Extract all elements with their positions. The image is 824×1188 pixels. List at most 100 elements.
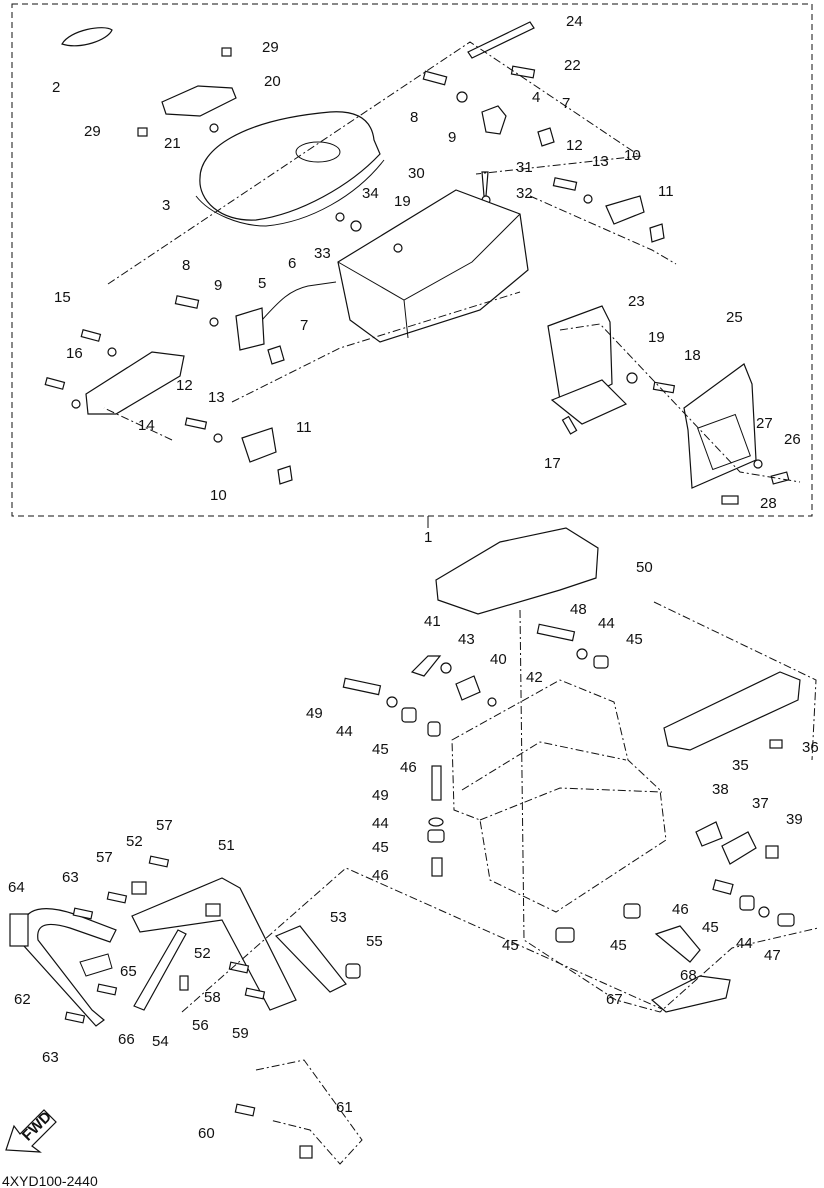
part-15-bolt xyxy=(80,329,102,342)
callout-58: 58 xyxy=(204,989,221,1006)
part-58-bolt xyxy=(228,961,250,974)
fwd-arrow-icon: FWD xyxy=(5,1108,57,1153)
part-60-bolt xyxy=(234,1103,256,1117)
part-22-bolt xyxy=(510,65,536,79)
part-7-nut xyxy=(537,127,555,147)
part-53-stay xyxy=(274,925,347,993)
callout-40: 40 xyxy=(490,651,507,668)
diagram-code: 4XYD100-2440 xyxy=(2,1173,98,1188)
part-10-bracket-b xyxy=(241,427,277,463)
callout-30: 30 xyxy=(408,165,425,182)
callout-65: 65 xyxy=(120,963,137,980)
callout-14: 14 xyxy=(138,417,155,434)
part-35-mount-rail xyxy=(663,671,801,751)
callout-10b: 10 xyxy=(210,487,227,504)
part-45-grommet-d xyxy=(739,895,755,911)
callout-54: 54 xyxy=(152,1033,169,1050)
part-31-rivet xyxy=(481,171,489,197)
callout-46b: 46 xyxy=(372,867,389,884)
callout-23: 23 xyxy=(628,293,645,310)
part-15-bolt-b xyxy=(44,377,66,390)
callout-13b: 13 xyxy=(208,389,225,406)
part-2-reflector xyxy=(61,27,113,47)
part-16-washer-b xyxy=(71,399,81,409)
part-12-bolt-b xyxy=(184,417,208,430)
part-42-washer xyxy=(487,697,497,707)
part-5-latch-body xyxy=(235,307,265,351)
part-49-bolt xyxy=(342,677,382,696)
part-saddlebag-outline xyxy=(451,679,667,913)
callout-12a: 12 xyxy=(566,137,583,154)
callout-15: 15 xyxy=(54,289,71,306)
callout-11a: 11 xyxy=(658,183,674,200)
callout-60: 60 xyxy=(198,1125,215,1142)
callout-44b: 44 xyxy=(336,723,353,740)
callout-66: 66 xyxy=(118,1031,135,1048)
part-44-washer-c xyxy=(428,817,444,827)
callout-41: 41 xyxy=(424,613,441,630)
callout-13a: 13 xyxy=(592,153,609,170)
callout-45e: 45 xyxy=(502,937,519,954)
callout-48: 48 xyxy=(570,601,587,618)
part-11-nut xyxy=(649,223,665,243)
part-saddlebag-lid-outline xyxy=(461,741,663,821)
callout-38: 38 xyxy=(712,781,729,798)
part-29-clip xyxy=(221,47,232,57)
callout-22: 22 xyxy=(564,57,581,74)
callout-64: 64 xyxy=(8,879,25,896)
part-case-inner-tray-wall xyxy=(337,213,521,339)
callout-57b: 57 xyxy=(96,849,113,866)
callout-61: 61 xyxy=(336,1099,353,1116)
part-16-washer xyxy=(107,347,117,357)
part-45-grommet xyxy=(593,655,609,669)
callout-21: 21 xyxy=(164,135,181,152)
callout-1: 1 xyxy=(424,529,432,546)
part-8-bolt-b xyxy=(174,295,200,309)
callout-4: 4 xyxy=(532,89,540,106)
callout-52a: 52 xyxy=(126,833,143,850)
callout-9a: 9 xyxy=(448,129,456,146)
callout-46c: 46 xyxy=(672,901,689,918)
part-52-bolt-b xyxy=(205,903,221,917)
part-49-bolt-b xyxy=(431,765,442,801)
part-45-grommet-c xyxy=(427,829,445,843)
assembly-leader-lines xyxy=(103,41,819,1165)
callout-11b: 11 xyxy=(296,419,312,436)
callout-10a: 10 xyxy=(624,147,641,164)
callout-29b: 29 xyxy=(84,123,101,140)
part-45-grommet-e xyxy=(555,927,575,943)
part-36-screw xyxy=(769,739,783,749)
callout-29a: 29 xyxy=(262,39,279,56)
part-64-plate xyxy=(9,913,29,947)
callout-36: 36 xyxy=(802,739,819,756)
part-45-grommet-b xyxy=(401,707,417,723)
callout-17: 17 xyxy=(544,455,561,472)
part-3-lid-seal xyxy=(195,159,385,227)
part-45-grommet-f xyxy=(623,903,641,919)
part-7-nut-b xyxy=(267,345,285,365)
part-39-nut xyxy=(765,845,779,859)
part-55-collar xyxy=(345,963,361,979)
part-46-collar-c xyxy=(712,879,734,895)
part-28-screw xyxy=(721,495,739,505)
part-21-washer xyxy=(209,123,219,133)
part-11-nut-b xyxy=(277,465,293,485)
part-61-nut xyxy=(299,1145,313,1159)
part-9-washer-b xyxy=(209,317,219,327)
part-47-spacer xyxy=(777,913,795,927)
callout-43: 43 xyxy=(458,631,475,648)
part-50-mat xyxy=(435,527,599,615)
callout-50: 50 xyxy=(636,559,653,576)
callout-63a: 63 xyxy=(62,869,79,886)
part-9-washer xyxy=(456,91,468,103)
callout-24: 24 xyxy=(566,13,583,30)
callout-45d: 45 xyxy=(702,919,719,936)
part-59-bolt xyxy=(244,987,266,1000)
callout-47: 47 xyxy=(764,947,781,964)
callout-55: 55 xyxy=(366,933,383,950)
callout-67: 67 xyxy=(606,991,623,1008)
callout-8b: 8 xyxy=(182,257,190,274)
callout-8a: 8 xyxy=(410,109,418,126)
callout-3: 3 xyxy=(162,197,170,214)
